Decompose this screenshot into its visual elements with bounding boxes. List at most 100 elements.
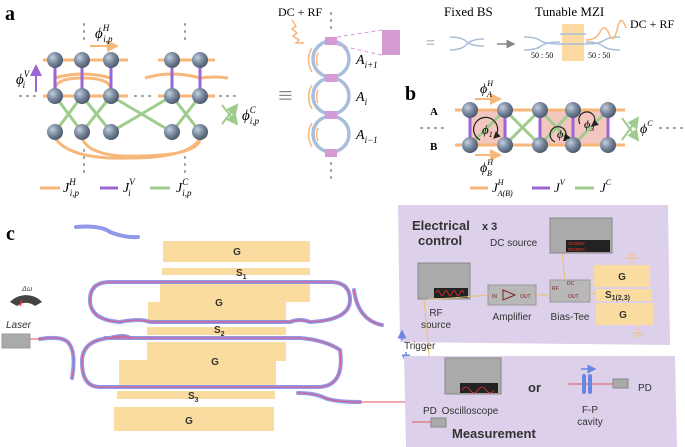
mzi-dc-rf-label: DC + RF (630, 17, 674, 31)
electrode-labels: G S1 G S2 G S3 G (185, 247, 247, 427)
ring-label-middle: Ai (355, 90, 368, 107)
laser-source (1, 333, 31, 349)
zoom-lines (336, 29, 383, 56)
fixed-bs-label: Fixed BS (444, 4, 493, 19)
inset-g-bottom: G (619, 310, 627, 321)
ratio-right: 50 : 50 (588, 51, 610, 60)
inset-s: S1(2,3) (605, 290, 630, 302)
panel-c: c G S1 G S2 G S3 G (1, 205, 677, 447)
laser-label: Laser (6, 320, 32, 331)
oscilloscope-label: Oscilloscope (442, 406, 499, 417)
pd-left-label: PD (423, 406, 437, 417)
phi-2-label: ϕ2 (557, 127, 567, 143)
or-label: or (528, 380, 541, 395)
dial-needle (19, 299, 23, 307)
electrode-g-3: G (211, 357, 219, 368)
fixed-bs-diagram (449, 36, 485, 51)
rf-source-label-1: RF (429, 308, 442, 319)
coupler-zoom-block (382, 30, 400, 55)
flux-circulation-arrows (473, 111, 599, 143)
dc-source-label: DC source (490, 238, 538, 249)
amp-in: IN (492, 294, 497, 300)
inset-g-top: G (618, 272, 626, 283)
lattice-sites (47, 52, 208, 140)
b-lattice-sites (462, 102, 616, 153)
oscilloscope (444, 357, 502, 395)
phi-3-label: ϕ3 (584, 117, 594, 133)
chip-electrodes (114, 241, 310, 431)
dc-readout-current: 00.000A (568, 247, 585, 252)
tunable-mzi-label: Tunable MZI (535, 4, 604, 19)
rf-source-label-2: source (421, 320, 451, 331)
equivalent-sign: ≡ (278, 81, 293, 110)
row-a-label: A (430, 106, 438, 118)
trigger-label: Trigger (404, 341, 436, 352)
panel-label-c: c (6, 223, 15, 245)
panel-label-b: b (405, 83, 416, 105)
rf-signal-wave (290, 19, 304, 44)
bias-tee-dc: DC (567, 281, 575, 287)
ring-modulation-arcs (307, 47, 319, 148)
phase-c-arrows (221, 103, 239, 126)
ring-resonators (311, 39, 351, 154)
ring-label-lower: Ai−1 (355, 128, 378, 145)
electrode-g-2: G (215, 298, 223, 309)
row-b-label: B (430, 141, 438, 153)
coupler-blocks (325, 37, 337, 157)
dc-readout-voltage: 10.000V (568, 241, 585, 246)
legend-b-jv: JV (554, 178, 566, 195)
b-cross-couplings (468, 108, 610, 147)
legend-b-jc: JC (600, 178, 612, 195)
b-phi-c-label: ϕC (640, 119, 653, 137)
dc-source: 10.000V 00.000A (549, 217, 613, 254)
amplifier-label: Amplifier (493, 312, 533, 323)
mzi-diagram (523, 33, 621, 51)
fp-cavity (582, 374, 592, 394)
photodetector-right (612, 378, 629, 389)
bias-tee-rf: RF (552, 286, 559, 292)
ratio-left: 50 : 50 (531, 51, 553, 60)
fp-cavity-label-1: F-P (582, 405, 598, 416)
amplifier: IN OUT (487, 284, 537, 306)
electrode-g-1: G (233, 247, 241, 258)
amp-out: OUT (520, 294, 531, 300)
dc-rf-label: DC + RF (278, 5, 322, 19)
electrode-s3: S3 (188, 391, 199, 404)
fp-cavity-label-2: cavity (577, 417, 603, 428)
electrical-control-title-1: Electrical (412, 218, 470, 233)
panel-label-a: a (5, 3, 15, 25)
bias-tee-label: Bias-Tee (551, 312, 590, 323)
ring-label-upper: Ai+1 (355, 53, 378, 70)
tuning-dial-icon (10, 295, 42, 306)
ground-symbols (626, 254, 644, 337)
electrode-s2: S2 (214, 325, 225, 338)
delta-omega-label: Δω (21, 286, 33, 293)
phi-1-label: ϕ1 (482, 122, 493, 139)
waveguide-rings (38, 224, 384, 404)
electrode-g-4: G (185, 416, 193, 427)
measurement-title: Measurement (452, 426, 536, 441)
panel-a: a (5, 3, 674, 198)
mzi-rf-signal (585, 19, 627, 41)
lattice-continuation-dots (19, 23, 239, 173)
multiplier-label: x 3 (482, 221, 497, 233)
electrode-s1: S1 (236, 268, 247, 281)
bias-tee-out: OUT (568, 294, 579, 300)
photodetector-left (430, 417, 447, 428)
pd-right-label: PD (638, 383, 652, 394)
bias-tee: RF DC OUT (549, 279, 591, 303)
equals-sign: = (426, 35, 435, 52)
